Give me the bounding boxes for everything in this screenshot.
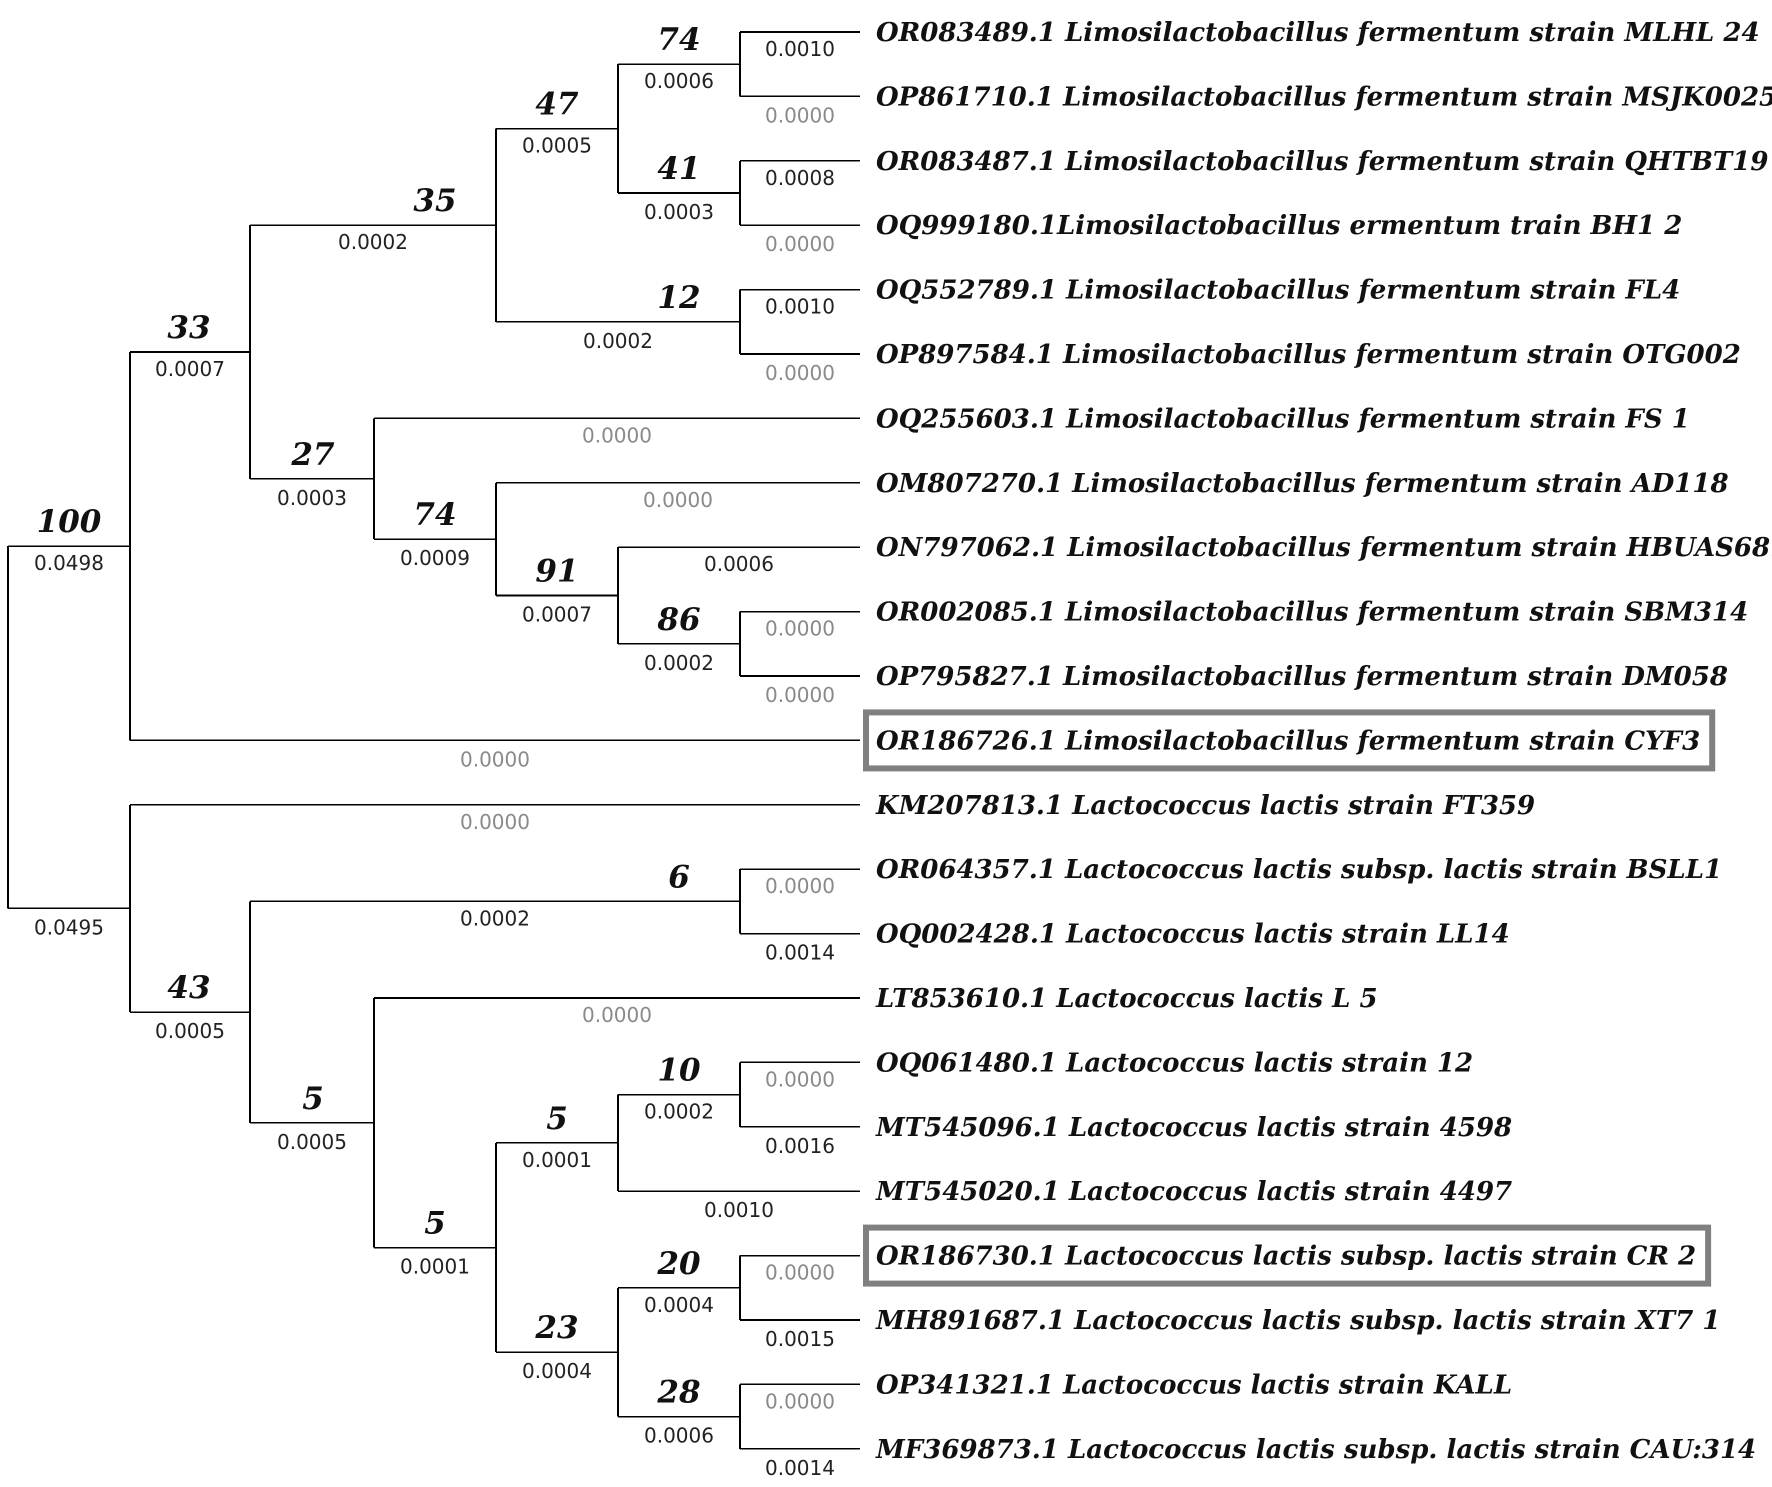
bootstrap-value-N5c: 5 xyxy=(546,1101,568,1137)
leaf-label-L3: OQ999180.1Limosilactobacillus ermentum t… xyxy=(876,211,1682,241)
branch-length-L3: 0.0000 xyxy=(765,232,835,256)
bootstrap-value-N6: 6 xyxy=(668,859,690,895)
bootstrap-value-N86: 86 xyxy=(656,602,700,638)
leaf-label-L17: MT545096.1 Lactococcus lactis strain 459… xyxy=(875,1113,1512,1143)
leaf-label-L4: OQ552789.1 Limosilactobacillus fermentum… xyxy=(876,276,1680,306)
bootstrap-value-N5b: 5 xyxy=(424,1206,446,1242)
leaf-label-L13: OR064357.1 Lactococcus lactis subsp. lac… xyxy=(876,855,1722,885)
branch-length-L8: 0.0006 xyxy=(704,552,774,576)
branch-length-L13: 0.0000 xyxy=(765,874,835,898)
branch-length-N33: 0.0007 xyxy=(155,357,225,381)
branch-length-N35: 0.0002 xyxy=(338,230,408,254)
node-labels: 0.0010 0.0000 74 0.0008 0.0000 41 0.0006 0.0003… xyxy=(34,22,835,1480)
bootstrap-value-N43: 43 xyxy=(167,970,210,1006)
leaf-labels: OR083489.1 Limosilactobacillus fermentum… xyxy=(875,18,1772,1465)
branch-length-N23: 0.0004 xyxy=(522,1359,592,1383)
bootstrap-value-N20: 20 xyxy=(656,1246,701,1282)
leaf-label-L11: OR186726.1 Limosilactobacillus fermentum… xyxy=(876,726,1700,756)
leaf-label-L18: MT545020.1 Lactococcus lactis strain 449… xyxy=(875,1177,1512,1207)
branch-length-L5: 0.0000 xyxy=(765,361,835,385)
branch-length-N43p: 0.0495 xyxy=(34,915,104,939)
bootstrap-value-N33: 33 xyxy=(167,310,210,346)
branch-length-N28: 0.0006 xyxy=(644,1424,714,1448)
bootstrap-value-N35: 35 xyxy=(413,183,456,219)
branch-length-L21: 0.0000 xyxy=(765,1389,835,1413)
branch-length-N47: 0.0005 xyxy=(522,134,592,158)
branch-length-L2: 0.0008 xyxy=(765,166,835,190)
tree-branches xyxy=(7,31,860,1450)
leaf-label-L8: ON797062.1 Limosilactobacillus fermentum… xyxy=(876,533,1772,563)
branch-length-L1: 0.0000 xyxy=(765,103,835,127)
leaf-label-L0: OR083489.1 Limosilactobacillus fermentum… xyxy=(876,18,1760,48)
bootstrap-value-N5a: 5 xyxy=(302,1081,324,1117)
bootstrap-value-N74b: 74 xyxy=(413,497,456,533)
bootstrap-value-N23: 23 xyxy=(534,1310,578,1346)
branch-length-N12: 0.0002 xyxy=(583,329,653,353)
branch-length-L19: 0.0000 xyxy=(765,1261,835,1285)
bootstrap-value-N47: 47 xyxy=(535,87,579,123)
leaf-label-L9: OR002085.1 Limosilactobacillus fermentum… xyxy=(876,598,1748,628)
branch-length-N91: 0.0007 xyxy=(522,603,592,627)
leaf-label-L22: MF369873.1 Lactococcus lactis subsp. lac… xyxy=(875,1435,1756,1465)
branch-length-L15: 0.0000 xyxy=(582,1003,652,1027)
branch-length-N10: 0.0002 xyxy=(644,1100,714,1124)
leaf-label-L10: OP795827.1 Limosilactobacillus fermentum… xyxy=(876,662,1728,692)
bootstrap-value-N27: 27 xyxy=(290,437,335,473)
branch-length-L20: 0.0015 xyxy=(765,1327,835,1351)
branch-length-N5b: 0.0001 xyxy=(400,1255,470,1279)
branch-length-L14: 0.0014 xyxy=(765,941,835,965)
branch-length-N6: 0.0002 xyxy=(460,906,530,930)
bootstrap-value-N74a: 74 xyxy=(657,22,700,58)
branch-length-N86: 0.0002 xyxy=(644,651,714,675)
branch-length-N43: 0.0005 xyxy=(155,1019,225,1043)
leaf-label-L19: OR186730.1 Lactococcus lactis subsp. lac… xyxy=(876,1242,1696,1272)
bootstrap-value-N12: 12 xyxy=(657,280,700,316)
bootstrap-value-N10: 10 xyxy=(657,1053,701,1089)
branch-length-L7: 0.0000 xyxy=(643,488,713,512)
branch-length-L16: 0.0000 xyxy=(765,1067,835,1091)
branch-length-L0: 0.0010 xyxy=(765,37,835,61)
leaf-label-L12: KM207813.1 Lactococcus lactis strain FT3… xyxy=(875,791,1535,821)
leaf-label-L15: LT853610.1 Lactococcus lactis L 5 xyxy=(875,984,1378,1014)
branch-length-L6: 0.0000 xyxy=(582,423,652,447)
leaf-label-L20: MH891687.1 Lactococcus lactis subsp. lac… xyxy=(875,1306,1721,1336)
branch-length-N41: 0.0003 xyxy=(644,200,714,224)
branch-length-N27: 0.0003 xyxy=(277,486,347,510)
highlight-boxes xyxy=(863,709,1716,1287)
branch-length-N74b: 0.0009 xyxy=(400,546,470,570)
branch-length-L10: 0.0000 xyxy=(765,683,835,707)
branch-length-L12: 0.0000 xyxy=(460,810,530,834)
leaf-label-L5: OP897584.1 Limosilactobacillus fermentum… xyxy=(876,340,1741,370)
branch-length-L22: 0.0014 xyxy=(765,1456,835,1480)
branch-length-N74a: 0.0006 xyxy=(644,69,714,93)
highlight-box-L19 xyxy=(863,1224,1712,1287)
highlight-box-L11 xyxy=(863,709,1716,772)
leaf-label-L21: OP341321.1 Lactococcus lactis strain KAL… xyxy=(876,1370,1512,1400)
leaf-label-L2: OR083487.1 Limosilactobacillus fermentum… xyxy=(876,147,1772,177)
leaf-label-L6: OQ255603.1 Limosilactobacillus fermentum… xyxy=(876,404,1690,434)
branch-length-N20: 0.0004 xyxy=(644,1293,714,1317)
branch-length-N100: 0.0498 xyxy=(34,551,104,575)
bootstrap-value-N100: 100 xyxy=(37,504,102,540)
branch-length-L4: 0.0010 xyxy=(765,295,835,319)
branch-length-L17: 0.0016 xyxy=(765,1134,835,1158)
leaf-label-L16: OQ061480.1 Lactococcus lactis strain 12 xyxy=(876,1048,1473,1078)
branch-length-N5a: 0.0005 xyxy=(277,1130,347,1154)
branch-length-N5c: 0.0001 xyxy=(522,1148,592,1172)
branch-length-L11: 0.0000 xyxy=(460,747,530,771)
branch-length-L9: 0.0000 xyxy=(765,617,835,641)
bootstrap-value-N28: 28 xyxy=(656,1375,700,1411)
branch-length-L18: 0.0010 xyxy=(704,1198,774,1222)
bootstrap-value-N41: 41 xyxy=(657,151,700,187)
bootstrap-value-N91: 91 xyxy=(535,554,578,590)
leaf-label-L14: OQ002428.1 Lactococcus lactis strain LL1… xyxy=(876,920,1510,950)
leaf-label-L1: OP861710.1 Limosilactobacillus fermentum… xyxy=(876,82,1772,112)
leaf-label-L7: OM807270.1 Limosilactobacillus fermentum… xyxy=(876,469,1729,499)
